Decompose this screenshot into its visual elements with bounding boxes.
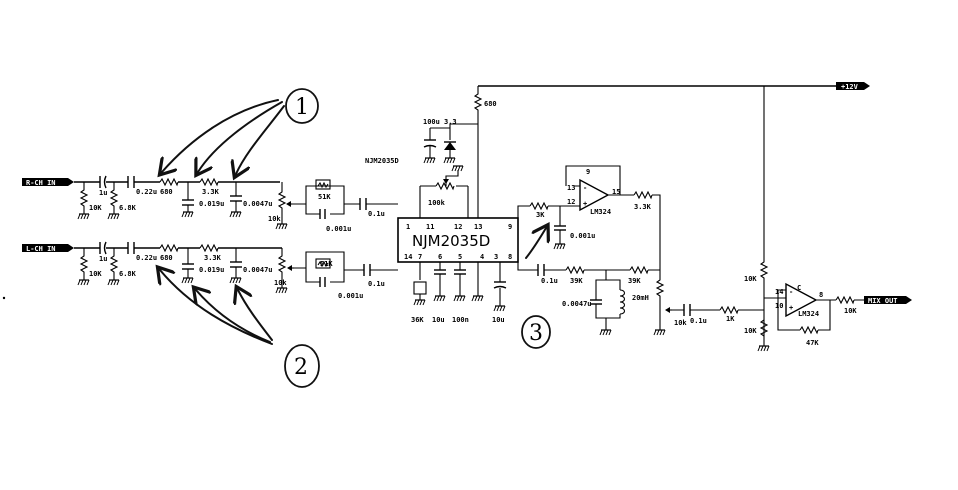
pot-top-10k-label: 10k — [268, 215, 281, 223]
mix-out-port — [864, 296, 912, 304]
opamp1-pin15: 15 — [612, 188, 620, 196]
r-filt-1k-label: 1K — [726, 315, 735, 323]
r-out-10k-b-label: 10K — [744, 327, 757, 335]
r-filt-39k-a-label: 39K — [570, 277, 583, 285]
r-out-10k-a-label: 10K — [744, 275, 757, 283]
opamp2-minus: - — [789, 288, 793, 296]
opamp2-pin8: 8 — [819, 291, 823, 299]
opamp2-plus: + — [789, 304, 793, 312]
l-filt-20mh-label: 20mH — [632, 294, 649, 302]
r-bot-680-label: 680 — [160, 254, 173, 262]
opamp2-pin10: 10 — [775, 302, 783, 310]
r-ic-36k-label: 36K — [411, 316, 424, 324]
annotation-2: 2 — [160, 270, 320, 388]
c-supply-100u-label: 100u — [423, 118, 440, 126]
r-supply-680-label: 680 — [484, 100, 497, 108]
ic-pin-bot-6: 3 — [494, 253, 498, 261]
r-filt-33k-label: 3.3K — [634, 203, 652, 211]
opamp1-pin13: 13 — [567, 184, 575, 192]
ic-pin-top-4: 13 — [474, 223, 482, 231]
c-ic-10u-b-label: 10u — [492, 316, 505, 324]
r-top-68k-label: 6.8K — [119, 204, 137, 212]
r-out-10k-c-label: 10K — [844, 307, 857, 315]
ic-ref-label: NJM2035D — [365, 157, 399, 165]
opamp-u2 — [785, 282, 818, 318]
ic-pin-top-3: 12 — [454, 223, 462, 231]
c-bot-0001u-label: 0.001u — [338, 292, 363, 300]
r-top-680-label: 680 — [160, 188, 173, 196]
plus-12v-port — [836, 82, 870, 90]
ic-pin-bot-2: 7 — [418, 253, 422, 261]
r-ch-in-port: R-CH IN — [22, 178, 74, 187]
opamp1-plus: + — [583, 200, 587, 208]
ic-pin-top-2: 11 — [426, 223, 434, 231]
opamp2-part: LM324 — [798, 310, 819, 318]
ic-pin-bot-5: 4 — [480, 253, 484, 261]
opamp2-pin14: 14 — [775, 288, 783, 296]
l-ch-in-label: L-CH IN — [26, 245, 56, 253]
c-top-0019u-label: 0.019u — [199, 200, 224, 208]
c-ic-10u-a-label: 10u — [432, 316, 445, 324]
r-filt-39k-b-label: 39K — [628, 277, 641, 285]
c-top-00047u-label: 0.0047u — [243, 200, 273, 208]
ic-njm2035d: NJM2035D 1 11 12 13 9 14 7 6 5 4 3 8 36K… — [397, 217, 519, 324]
c-top-0001u-label: 0.001u — [326, 225, 351, 233]
lowpass-filter-stage: 3K 0.001u - + 13 12 15 LM324 9 3.3K 0.1u… — [517, 165, 764, 336]
opamp1-pin9: 9 — [586, 168, 590, 176]
ic-pin-bot-1: 14 — [404, 253, 412, 261]
annotation-3-number: 3 — [529, 321, 543, 346]
pot-filt-10k-label: 10k — [674, 319, 687, 327]
stray-dot — [2, 296, 6, 300]
opamp-u1 — [579, 178, 610, 212]
r-top-51k-label: 51K — [318, 193, 331, 201]
c-top-022u-label: 0.22u — [136, 188, 157, 196]
bottom-channel-filter: 1u 10K 0.22u 6.8K 680 0.019u 3.3K 0.0047… — [74, 241, 398, 300]
ic-pin-top-1: 1 — [406, 223, 410, 231]
c-bot-0019u-label: 0.019u — [199, 266, 224, 274]
opamp1-part: LM324 — [590, 208, 611, 216]
opamp2-mark: C — [797, 284, 801, 292]
annotation-3: 3 — [521, 228, 551, 349]
annotation-1: 1 — [162, 88, 319, 174]
c-bot-00047u-label: 0.0047u — [243, 266, 273, 274]
supply-rail: +12V 680 100u 3.3 NJM2035D 100k — [365, 82, 870, 218]
r-top-33k-label: 3.3K — [202, 188, 220, 196]
pot-bot-10k-label: 10k — [274, 279, 287, 287]
r-out-47k-label: 47K — [806, 339, 819, 347]
annotation-2-number: 2 — [294, 355, 308, 380]
c-filt-00047u-label: 0.0047u — [562, 300, 592, 308]
ic-pin-top-5: 9 — [508, 223, 512, 231]
mix-out-label: MIX OUT — [868, 297, 898, 305]
output-stage: 10K 10K - + 14 10 8 C LM324 47K 10K MIX … — [744, 86, 912, 352]
c-bot-01u-label: 0.1u — [368, 280, 385, 288]
ic-pin-bot-4: 5 — [458, 253, 462, 261]
opamp1-minus: - — [583, 184, 587, 192]
r-top-10k-label: 10K — [89, 204, 102, 212]
l-ch-in-port: L-CH IN — [22, 244, 74, 253]
ic-pin-bot-7: 8 — [508, 253, 512, 261]
r-bot-33k-label: 3.3K — [204, 254, 222, 262]
r-bot-68k-label: 6.8K — [119, 270, 137, 278]
c-filt-01u-label: 0.1u — [541, 277, 558, 285]
r-filt-3k-label: 3K — [536, 211, 545, 219]
c-filt-01u-b-label: 0.1u — [690, 317, 707, 325]
c-ic-100n-label: 100n — [452, 316, 469, 324]
ic-name-label: NJM2035D — [412, 232, 490, 250]
top-channel-filter: 1u 10K 0.22u 6.8K 680 0.019u 3.3K 0.0047… — [74, 175, 398, 233]
c-top-01u-label: 0.1u — [368, 210, 385, 218]
plus-12v-label: +12V — [841, 83, 859, 91]
annotation-1-number: 1 — [295, 95, 309, 120]
c-top-1u-label: 1u — [99, 189, 107, 197]
pot-supply-100k-label: 100k — [428, 199, 446, 207]
c-bot-022u-label: 0.22u — [136, 254, 157, 262]
r-bot-10k-label: 10K — [89, 270, 102, 278]
r-bot-51k-label: 51K — [320, 260, 333, 268]
c-filt-0001u-label: 0.001u — [570, 232, 595, 240]
ic-pin-bot-3: 6 — [438, 253, 442, 261]
c-bot-1u-label: 1u — [99, 255, 107, 263]
r-ch-in-label: R-CH IN — [26, 179, 56, 187]
opamp1-pin12: 12 — [567, 198, 575, 206]
c-supply-33-label: 3.3 — [444, 118, 457, 126]
